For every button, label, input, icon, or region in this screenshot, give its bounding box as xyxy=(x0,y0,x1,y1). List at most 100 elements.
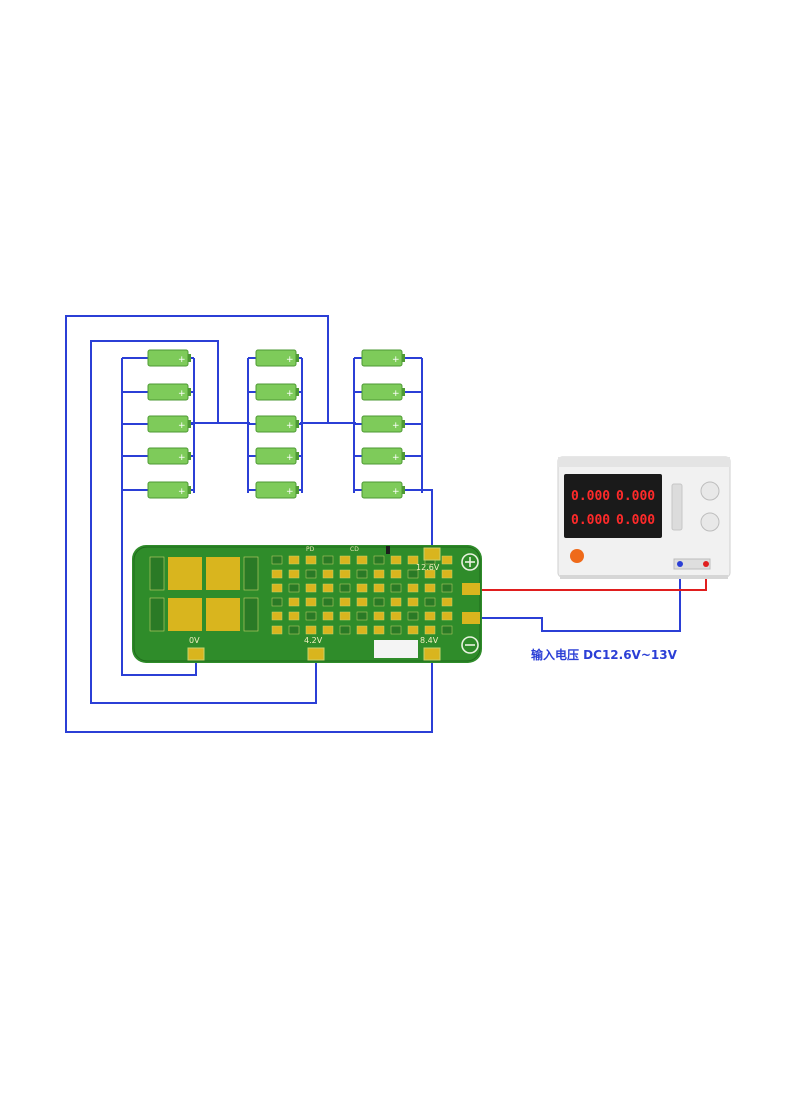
battery-cell: + xyxy=(361,447,405,465)
pad-4v2-label: 4.2V xyxy=(304,636,323,645)
pad-8v4-label: 8.4V xyxy=(420,636,439,645)
smd-pad xyxy=(288,569,300,579)
smd-pad xyxy=(424,597,436,607)
bms-board: 0V 4.2V 8.4V 12.6V PD CD xyxy=(132,545,482,663)
smd-pad xyxy=(441,555,453,565)
voltage-knob-icon[interactable] xyxy=(700,481,720,501)
smd-pad xyxy=(424,625,436,635)
smd-pad xyxy=(373,597,385,607)
smd-pad xyxy=(305,583,317,593)
smd-pad xyxy=(288,611,300,621)
smd-pad xyxy=(390,583,402,593)
power-button[interactable] xyxy=(570,549,584,563)
smd-pad xyxy=(407,555,419,565)
battery-cell: + xyxy=(147,481,191,499)
smd-pad xyxy=(441,611,453,621)
smd-pad xyxy=(373,555,385,565)
terminal-positive-icon[interactable] xyxy=(703,561,709,567)
smd-pad xyxy=(271,625,283,635)
battery-cell: + xyxy=(255,447,299,465)
smd-pad xyxy=(390,597,402,607)
smd-pad xyxy=(373,611,385,621)
smd-pad xyxy=(407,583,419,593)
marker-pd: PD xyxy=(306,546,315,553)
plus-icon: + xyxy=(392,453,400,463)
smd-pad xyxy=(356,611,368,621)
plus-icon: + xyxy=(392,355,400,365)
plus-icon: + xyxy=(286,389,294,399)
smd-pad xyxy=(356,569,368,579)
minus-icon xyxy=(461,636,479,654)
plus-icon: + xyxy=(178,421,186,431)
plus-icon: + xyxy=(286,453,294,463)
smd-pad xyxy=(271,583,283,593)
plus-icon: + xyxy=(178,389,186,399)
wire-loop-outer xyxy=(65,315,433,733)
display-row2-left: 0.000 xyxy=(571,513,610,528)
smd-pad xyxy=(271,555,283,565)
smd-pad xyxy=(390,569,402,579)
smd-pad xyxy=(288,583,300,593)
smd-pad xyxy=(288,597,300,607)
smd-pad xyxy=(305,597,317,607)
plus-icon: + xyxy=(392,487,400,497)
smd-components xyxy=(271,555,453,635)
input-voltage-caption: 输入电压 DC12.6V~13V xyxy=(531,647,678,662)
display-row1-left: 0.000 xyxy=(571,489,610,504)
smd-pad xyxy=(322,625,334,635)
wire-12v6 xyxy=(422,489,433,548)
terminal-negative-icon[interactable] xyxy=(677,561,683,567)
smd-pad xyxy=(322,611,334,621)
label-sticker xyxy=(374,640,418,658)
blue-wires xyxy=(65,315,681,733)
smd-pad xyxy=(305,569,317,579)
terminal-positive xyxy=(461,553,480,595)
smd-pad xyxy=(407,569,419,579)
battery-cell: + xyxy=(255,383,299,401)
pad-0v: 0V xyxy=(187,636,205,661)
smd-pad xyxy=(339,597,351,607)
smd-pad xyxy=(288,555,300,565)
battery-cell: + xyxy=(361,415,405,433)
smd-pad xyxy=(390,611,402,621)
smd-pad xyxy=(390,555,402,565)
smd-pad xyxy=(373,569,385,579)
plus-icon xyxy=(461,553,479,571)
smd-pad xyxy=(271,569,283,579)
smd-pad xyxy=(424,611,436,621)
battery-cell: + xyxy=(361,349,405,367)
smd-pad xyxy=(441,569,453,579)
smd-pad xyxy=(424,569,436,579)
smd-pad xyxy=(373,583,385,593)
smd-pad xyxy=(288,625,300,635)
smd-pad xyxy=(339,611,351,621)
battery-cell: + xyxy=(361,383,405,401)
psu-display xyxy=(564,474,662,538)
smd-pad xyxy=(356,555,368,565)
battery-cell: + xyxy=(147,383,191,401)
smd-pad xyxy=(424,583,436,593)
smd-pad xyxy=(390,625,402,635)
battery-array: +++++++++++++++ xyxy=(122,349,422,499)
battery-cell: + xyxy=(147,415,191,433)
plus-icon: + xyxy=(178,487,186,497)
smd-pad xyxy=(407,625,419,635)
battery-cell: + xyxy=(147,447,191,465)
plus-icon: + xyxy=(392,421,400,431)
plus-icon: + xyxy=(178,355,186,365)
mosfet-pads xyxy=(168,557,240,631)
wire-negative-to-psu xyxy=(482,568,681,632)
smd-pad xyxy=(407,611,419,621)
smd-pad xyxy=(441,625,453,635)
smd-pad xyxy=(356,625,368,635)
smd-pad xyxy=(322,597,334,607)
current-knob-icon[interactable] xyxy=(700,512,720,532)
battery-cell: + xyxy=(255,415,299,433)
smd-pad xyxy=(373,625,385,635)
pad-12v6: 12.6V xyxy=(416,547,441,572)
battery-cell: + xyxy=(255,481,299,499)
pad-4v2: 4.2V xyxy=(304,636,325,661)
pad-0v-label: 0V xyxy=(189,636,200,645)
smd-pad xyxy=(305,625,317,635)
smd-pad xyxy=(339,583,351,593)
